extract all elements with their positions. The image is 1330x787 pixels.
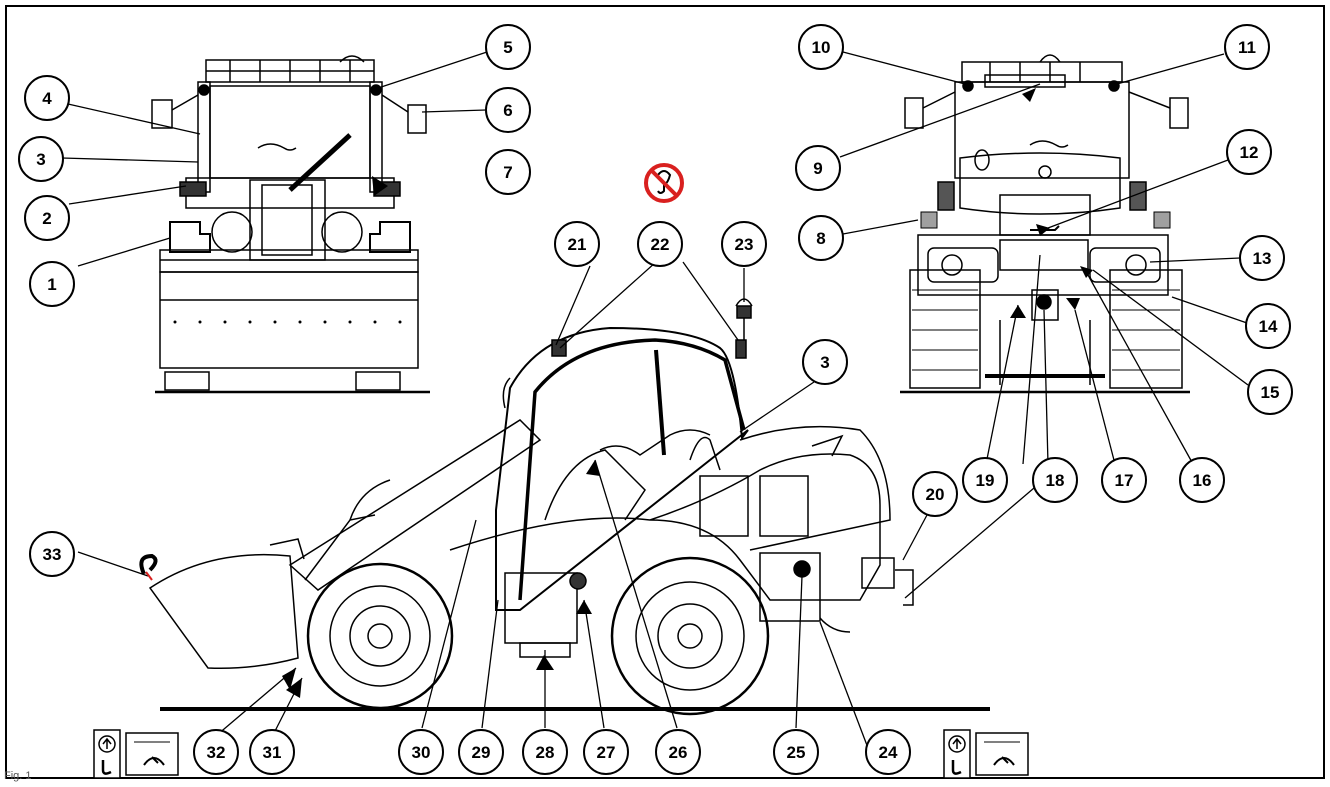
callout-25: 25 xyxy=(773,729,819,775)
callout-28: 28 xyxy=(522,729,568,775)
callout-21: 21 xyxy=(554,221,600,267)
marker-square-right xyxy=(1153,211,1171,229)
callout-2: 2 xyxy=(24,195,70,241)
svg-text:10: 10 xyxy=(812,38,831,57)
callout-26: 26 xyxy=(655,729,701,775)
callout-8: 8 xyxy=(798,215,844,261)
svg-text:18: 18 xyxy=(1046,471,1065,490)
svg-text:28: 28 xyxy=(536,743,555,762)
figure-caption: Fig. 1 xyxy=(4,770,32,782)
svg-text:6: 6 xyxy=(503,101,512,120)
callout-22: 22 xyxy=(637,221,683,267)
svg-text:22: 22 xyxy=(651,235,670,254)
callout-11: 11 xyxy=(1224,24,1270,70)
svg-text:21: 21 xyxy=(568,235,587,254)
lifting-hook-icon xyxy=(943,729,971,779)
callout-27: 27 xyxy=(583,729,629,775)
callout-17: 17 xyxy=(1101,457,1147,503)
svg-text:2: 2 xyxy=(42,209,51,228)
lifting-hook-icon xyxy=(139,553,158,575)
callout-33: 33 xyxy=(29,531,75,577)
svg-text:23: 23 xyxy=(735,235,754,254)
svg-text:3: 3 xyxy=(36,150,45,169)
tie-down-point-icon xyxy=(125,732,179,776)
callout-13: 13 xyxy=(1239,235,1285,281)
callout-1: 1 xyxy=(29,261,75,307)
svg-text:8: 8 xyxy=(816,229,825,248)
svg-text:29: 29 xyxy=(472,743,491,762)
callout-7: 7 xyxy=(485,149,531,195)
marker-square-left xyxy=(920,211,938,229)
svg-text:13: 13 xyxy=(1253,249,1272,268)
callout-24: 24 xyxy=(865,729,911,775)
svg-text:31: 31 xyxy=(263,743,282,762)
callout-30: 30 xyxy=(398,729,444,775)
svg-text:32: 32 xyxy=(207,743,226,762)
front-view xyxy=(151,55,430,394)
callout-3-side: 3 xyxy=(802,339,848,385)
callout-16: 16 xyxy=(1179,457,1225,503)
hook-accent xyxy=(145,571,153,581)
svg-text:20: 20 xyxy=(926,485,945,504)
svg-text:11: 11 xyxy=(1238,38,1256,57)
callout-18: 18 xyxy=(1032,457,1078,503)
callout-31: 31 xyxy=(249,729,295,775)
callout-23: 23 xyxy=(721,221,767,267)
callout-6: 6 xyxy=(485,87,531,133)
svg-text:30: 30 xyxy=(412,743,431,762)
svg-text:12: 12 xyxy=(1240,143,1259,162)
svg-text:14: 14 xyxy=(1259,317,1278,336)
callout-4: 4 xyxy=(24,75,70,121)
arrowheads xyxy=(282,88,1093,698)
svg-text:33: 33 xyxy=(43,545,62,564)
svg-text:1: 1 xyxy=(47,275,56,294)
svg-text:17: 17 xyxy=(1115,471,1134,490)
callout-10: 10 xyxy=(798,24,844,70)
svg-text:27: 27 xyxy=(597,743,616,762)
svg-text:16: 16 xyxy=(1193,471,1212,490)
side-view xyxy=(148,298,990,716)
lift-icon-group-left xyxy=(93,729,179,779)
svg-text:7: 7 xyxy=(503,163,512,182)
svg-text:3: 3 xyxy=(820,353,829,372)
callout-12: 12 xyxy=(1226,129,1272,175)
svg-text:5: 5 xyxy=(503,38,512,57)
svg-text:25: 25 xyxy=(787,743,806,762)
callout-9: 9 xyxy=(795,145,841,191)
no-lifting-prohibition-icon xyxy=(644,163,684,203)
callout-3: 3 xyxy=(18,136,64,182)
callouts: 1 2 3 4 5 6 7 10 11 9 12 8 13 14 15 16 1… xyxy=(18,24,1293,775)
svg-text:4: 4 xyxy=(42,89,52,108)
lifting-hook-icon xyxy=(93,729,121,779)
figure-border xyxy=(5,5,1325,779)
lift-icon-group-right xyxy=(943,729,1029,779)
svg-text:9: 9 xyxy=(813,159,822,178)
callout-32: 32 xyxy=(193,729,239,775)
svg-text:26: 26 xyxy=(669,743,688,762)
callout-20: 20 xyxy=(912,471,958,517)
svg-text:24: 24 xyxy=(879,743,898,762)
callout-5: 5 xyxy=(485,24,531,70)
svg-text:19: 19 xyxy=(976,471,995,490)
callout-19: 19 xyxy=(962,457,1008,503)
callout-15: 15 xyxy=(1247,369,1293,415)
callout-29: 29 xyxy=(458,729,504,775)
svg-text:15: 15 xyxy=(1261,383,1280,402)
leader-lines xyxy=(61,51,1249,749)
tie-down-point-icon xyxy=(975,732,1029,776)
rear-view xyxy=(900,54,1190,394)
callout-14: 14 xyxy=(1245,303,1291,349)
